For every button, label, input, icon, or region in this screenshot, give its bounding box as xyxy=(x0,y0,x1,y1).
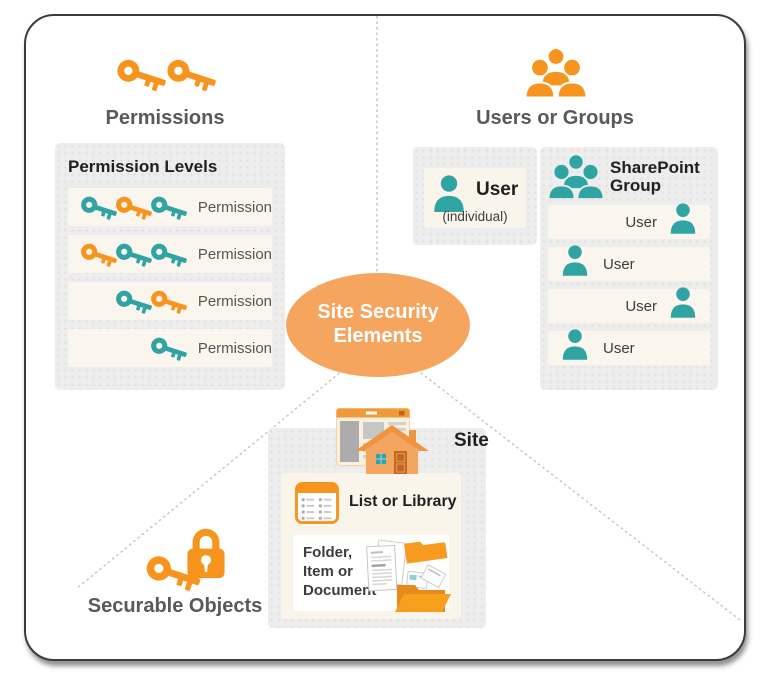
folder-line: Document xyxy=(303,582,377,599)
permission-level-row: Permission xyxy=(68,329,272,367)
member-label: User xyxy=(603,339,635,357)
users-heading: Users or Groups xyxy=(476,107,634,129)
key-icon xyxy=(115,290,152,314)
folder-item-document-box: Folder, Item or Document xyxy=(293,535,451,612)
key-icon xyxy=(150,196,187,220)
member-label: User xyxy=(603,255,635,273)
user-icon xyxy=(670,203,696,234)
permission-rows: Permission Permission Permission xyxy=(68,188,272,367)
group-member-row: User xyxy=(548,203,710,239)
key-icon xyxy=(150,243,187,267)
key-icon xyxy=(117,59,166,92)
list-or-library-label: List or Library xyxy=(349,493,457,510)
diagram-card: Permissions Permission Levels Permission… xyxy=(24,14,746,661)
key-set xyxy=(68,288,191,315)
permission-label: Permission xyxy=(197,198,272,216)
group-member-row: User xyxy=(548,329,710,365)
key-set xyxy=(68,194,191,221)
folder-line: Folder, xyxy=(303,544,353,561)
user-icon xyxy=(434,175,464,212)
key-icon xyxy=(146,556,201,591)
user-title: User xyxy=(476,179,519,200)
key-icon xyxy=(80,196,117,220)
securable-objects-heading: Securable Objects xyxy=(87,595,263,617)
group-member-row: User xyxy=(548,245,710,281)
permission-label: Permission xyxy=(197,292,272,310)
user-icon xyxy=(670,287,696,318)
center-label-line2: Elements xyxy=(333,325,423,347)
permission-levels-title: Permission Levels xyxy=(68,157,218,176)
key-icon xyxy=(115,243,152,267)
permission-label: Permission xyxy=(197,339,272,357)
sharepoint-group-title: SharePoint Group xyxy=(610,158,700,196)
permissions-keys-icon xyxy=(115,56,221,93)
site-label: Site xyxy=(454,430,489,451)
group-member-row: User xyxy=(548,287,710,323)
permissions-heading: Permissions xyxy=(105,107,225,129)
site-security-elements-node: Site Security Elements xyxy=(286,273,470,377)
permission-levels-panel: Permission Levels Permission Permission xyxy=(55,143,285,390)
documents-icon xyxy=(366,539,407,592)
list-icon xyxy=(295,482,339,524)
key-icon xyxy=(115,196,152,220)
key-icon xyxy=(167,59,216,92)
permission-label: Permission xyxy=(197,245,272,263)
user-individual-box: User (individual) xyxy=(413,147,537,245)
user-icon xyxy=(562,329,588,360)
permission-level-row: Permission xyxy=(68,282,272,320)
folder-item-document-label: Folder, Item or Document xyxy=(303,543,376,600)
key-icon xyxy=(150,290,187,314)
key-set xyxy=(68,335,191,362)
user-individual-inner: User (individual) xyxy=(424,168,526,228)
folders-icon xyxy=(395,541,451,612)
users-group-icon xyxy=(525,47,587,98)
folder-line: Item or xyxy=(303,563,354,580)
key-icon xyxy=(80,243,117,267)
lock-icon xyxy=(187,528,225,579)
center-label-line1: Site Security xyxy=(317,301,439,324)
house-icon xyxy=(355,425,429,474)
user-icon xyxy=(562,245,588,276)
user-subtitle: (individual) xyxy=(442,209,508,224)
list-or-library-box: List or Library Folder, Item or Document xyxy=(281,473,461,619)
key-icon xyxy=(150,337,187,361)
group-member-rows: User User User User xyxy=(548,203,710,365)
permission-level-row: Permission xyxy=(68,235,272,273)
sharepoint-group-box: SharePoint Group User User User User xyxy=(540,147,718,390)
sharepoint-group-icon xyxy=(548,153,604,199)
key-set xyxy=(68,241,191,268)
member-label: User xyxy=(625,297,657,315)
member-label: User xyxy=(625,213,657,231)
permission-level-row: Permission xyxy=(68,188,272,226)
